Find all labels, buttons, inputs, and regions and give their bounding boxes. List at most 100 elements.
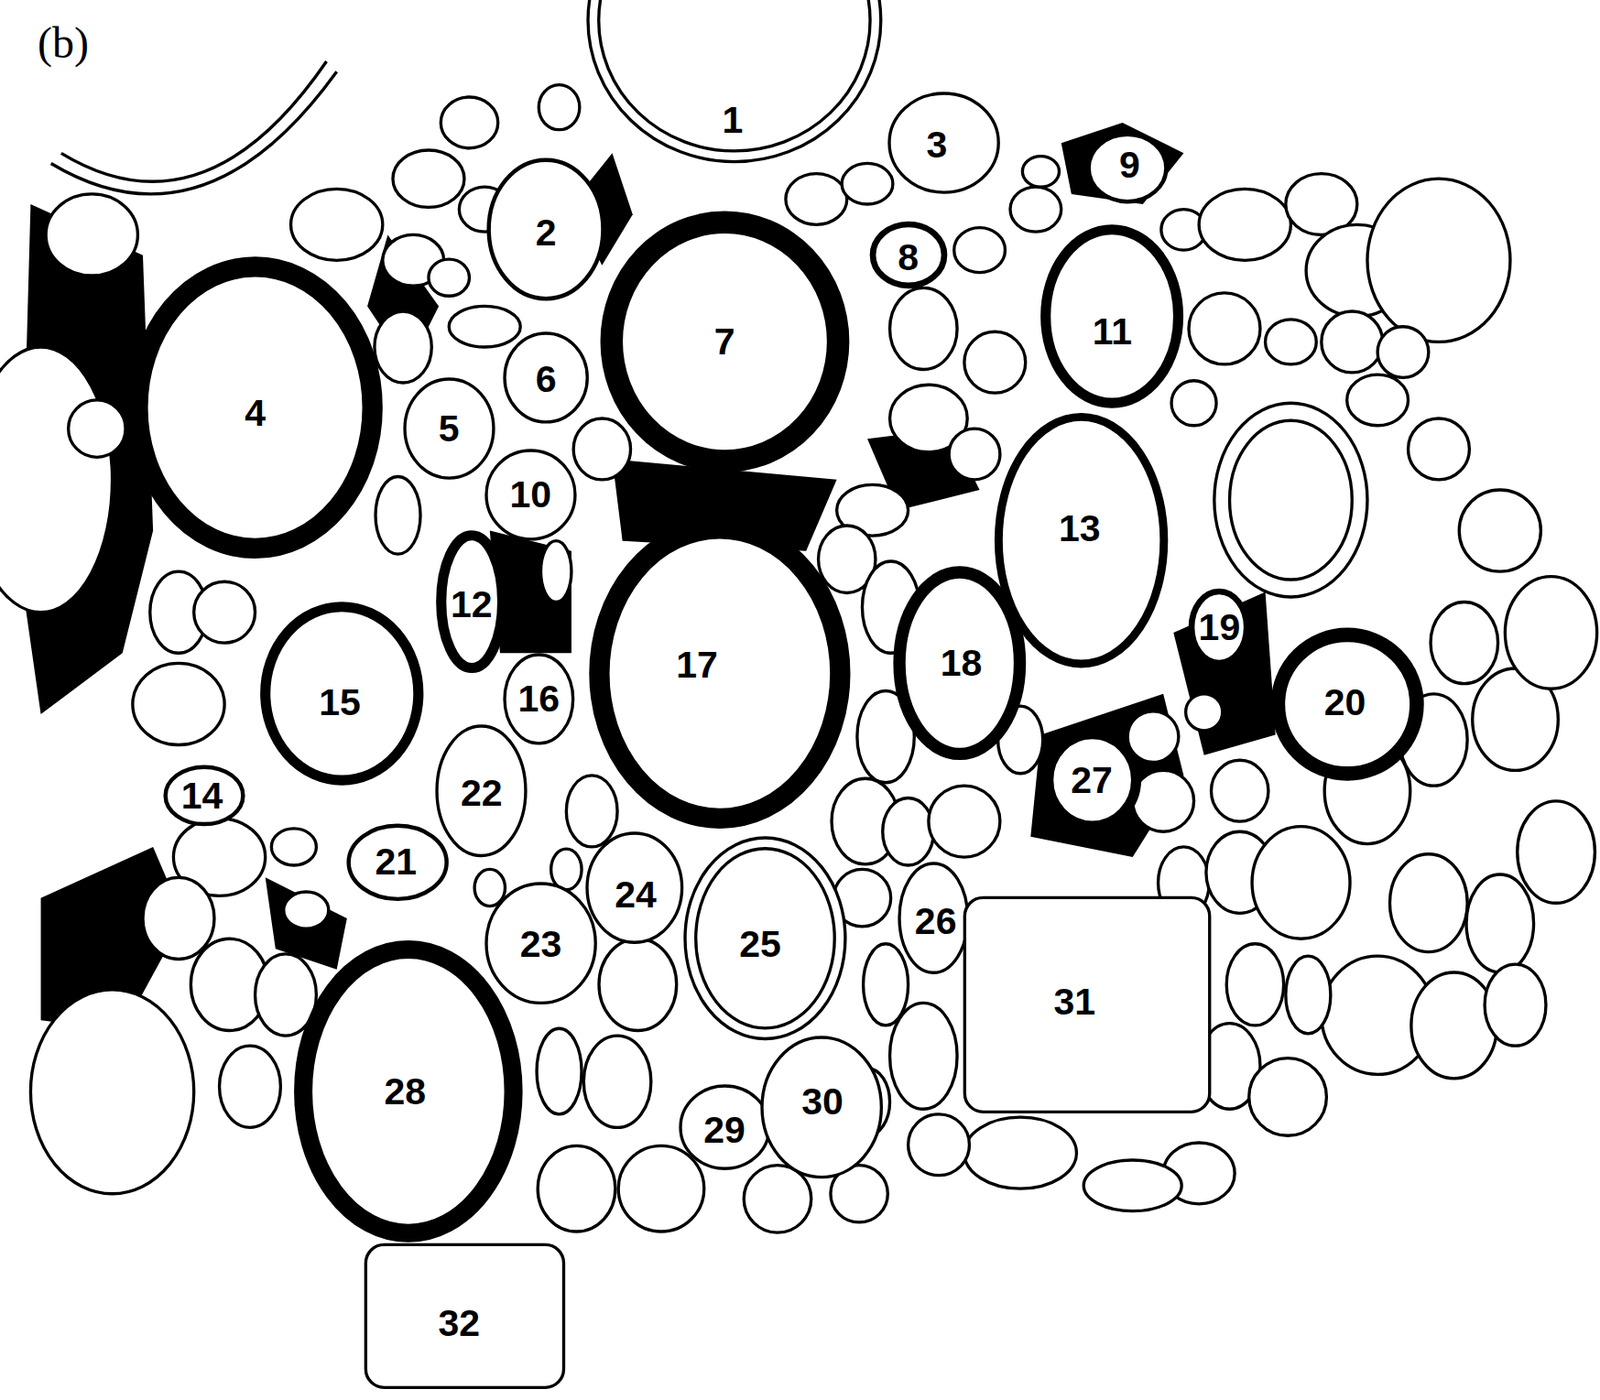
cell-wall [598,528,840,818]
callout-number: 2 [535,214,557,252]
callout-number: 1 [722,101,744,140]
callout-number: 17 [675,646,719,685]
plant-cell: 18 [881,554,1039,773]
callout-number: 3 [925,126,947,164]
callout-number: 19 [1198,609,1241,647]
plant-cell: 7 [577,188,872,495]
cell-wall [303,949,514,1234]
plant-cell: 14 [159,761,250,831]
plant-cell: 24 [582,828,687,947]
callout-number: 10 [510,476,553,514]
panel-label: (b) [37,21,89,66]
callout-number: 16 [517,680,560,719]
plant-cell: 25 [680,833,850,1045]
cell-wall [680,1086,770,1169]
plant-cell: 17 [568,498,871,849]
callout-number: 28 [383,1073,426,1111]
cell-wall [1088,134,1167,203]
plant-cell: 10 [481,446,580,545]
callout-number: 9 [1119,146,1141,185]
plant-cell: 4 [107,236,403,579]
cell-wall [899,863,969,973]
cell-wall [348,825,447,899]
plant-cell: 3 [884,88,1003,197]
callout-number: 24 [614,876,657,915]
cell-wall [1045,229,1179,403]
callout-number: 18 [940,644,983,683]
plant-cell: 16 [500,650,578,749]
plant-cell: 19 [1182,582,1256,673]
plant-cell: 6 [500,328,592,427]
callout-number: 23 [520,925,563,963]
plant-cell: 5 [400,374,499,483]
callout-number: 11 [1092,313,1132,351]
callout-number: 8 [897,238,919,276]
plant-cell: 8 [863,215,954,295]
callout-number: 21 [374,843,417,882]
cell-wall [685,838,846,1039]
cell-wall [872,224,945,286]
plant-cell: 26 [894,859,973,978]
cell-wall [440,535,502,669]
wall-thickening [20,122,1275,1032]
cell-wall [504,654,574,744]
plant-cell: 30 [757,1033,886,1183]
plant-cell: 28 [275,922,542,1262]
callout-number: 32 [438,1305,481,1343]
plant-cell: 2 [482,153,610,305]
plant-cell: 31 [961,894,1213,1116]
callout-number: 12 [450,585,493,623]
callout-number: 7 [714,323,736,361]
plant-cell: 1 [583,0,886,167]
plant-cell: 9 [1082,128,1173,208]
plant-cell: 22 [432,721,531,861]
cell-wall [486,883,596,1003]
cell-wall [1191,591,1247,664]
plant-cell: 11 [1030,214,1194,419]
callout-number: 26 [914,903,958,941]
cell-wall [436,726,526,856]
plant-cell: 20 [1256,613,1438,795]
callout-number: 25 [739,925,782,963]
cell-wall [964,897,1209,1112]
plant-cell: 29 [675,1081,774,1174]
callout-number: 30 [801,1083,844,1122]
callout-number: 15 [318,683,361,721]
cell-outline [568,498,871,849]
plant-cell: 12 [425,520,518,684]
cell-wall [489,160,604,300]
callout-number: 13 [1058,510,1101,548]
cell-wall [899,572,1020,754]
cell-wall [587,833,683,943]
plant-cell: 15 [250,591,435,796]
cell-wall-inner [696,848,836,1029]
plant-cell: 23 [481,879,600,1008]
cell-wall [610,222,838,462]
outer-arcs [51,61,338,195]
callout-number: 27 [1070,761,1113,800]
callout-number: 31 [1053,983,1096,1022]
cell-wall [265,607,419,781]
cell-wall [999,417,1165,665]
callout-number: 14 [181,777,224,816]
cell-wall-inner [598,0,871,152]
cell-wall [504,333,588,423]
callout-number: 5 [438,409,460,447]
cell-wall [404,379,494,479]
cell-wall [164,767,243,825]
unlabelled-cells [0,85,1598,1233]
callout-number: 20 [1324,683,1367,721]
cell-wall [137,267,372,549]
callout-number: 4 [244,394,266,433]
cell-wall [486,450,576,540]
callout-number: 22 [460,773,503,812]
callout-number: 29 [703,1111,746,1150]
cell-wall [889,93,999,193]
cell-wall [365,1244,564,1388]
cell-outline [583,0,886,167]
cell-wall [1047,734,1136,827]
plant-cell: 32 [362,1241,567,1392]
plant-cell: 27 [1033,718,1152,842]
callout-number: 6 [535,360,557,399]
